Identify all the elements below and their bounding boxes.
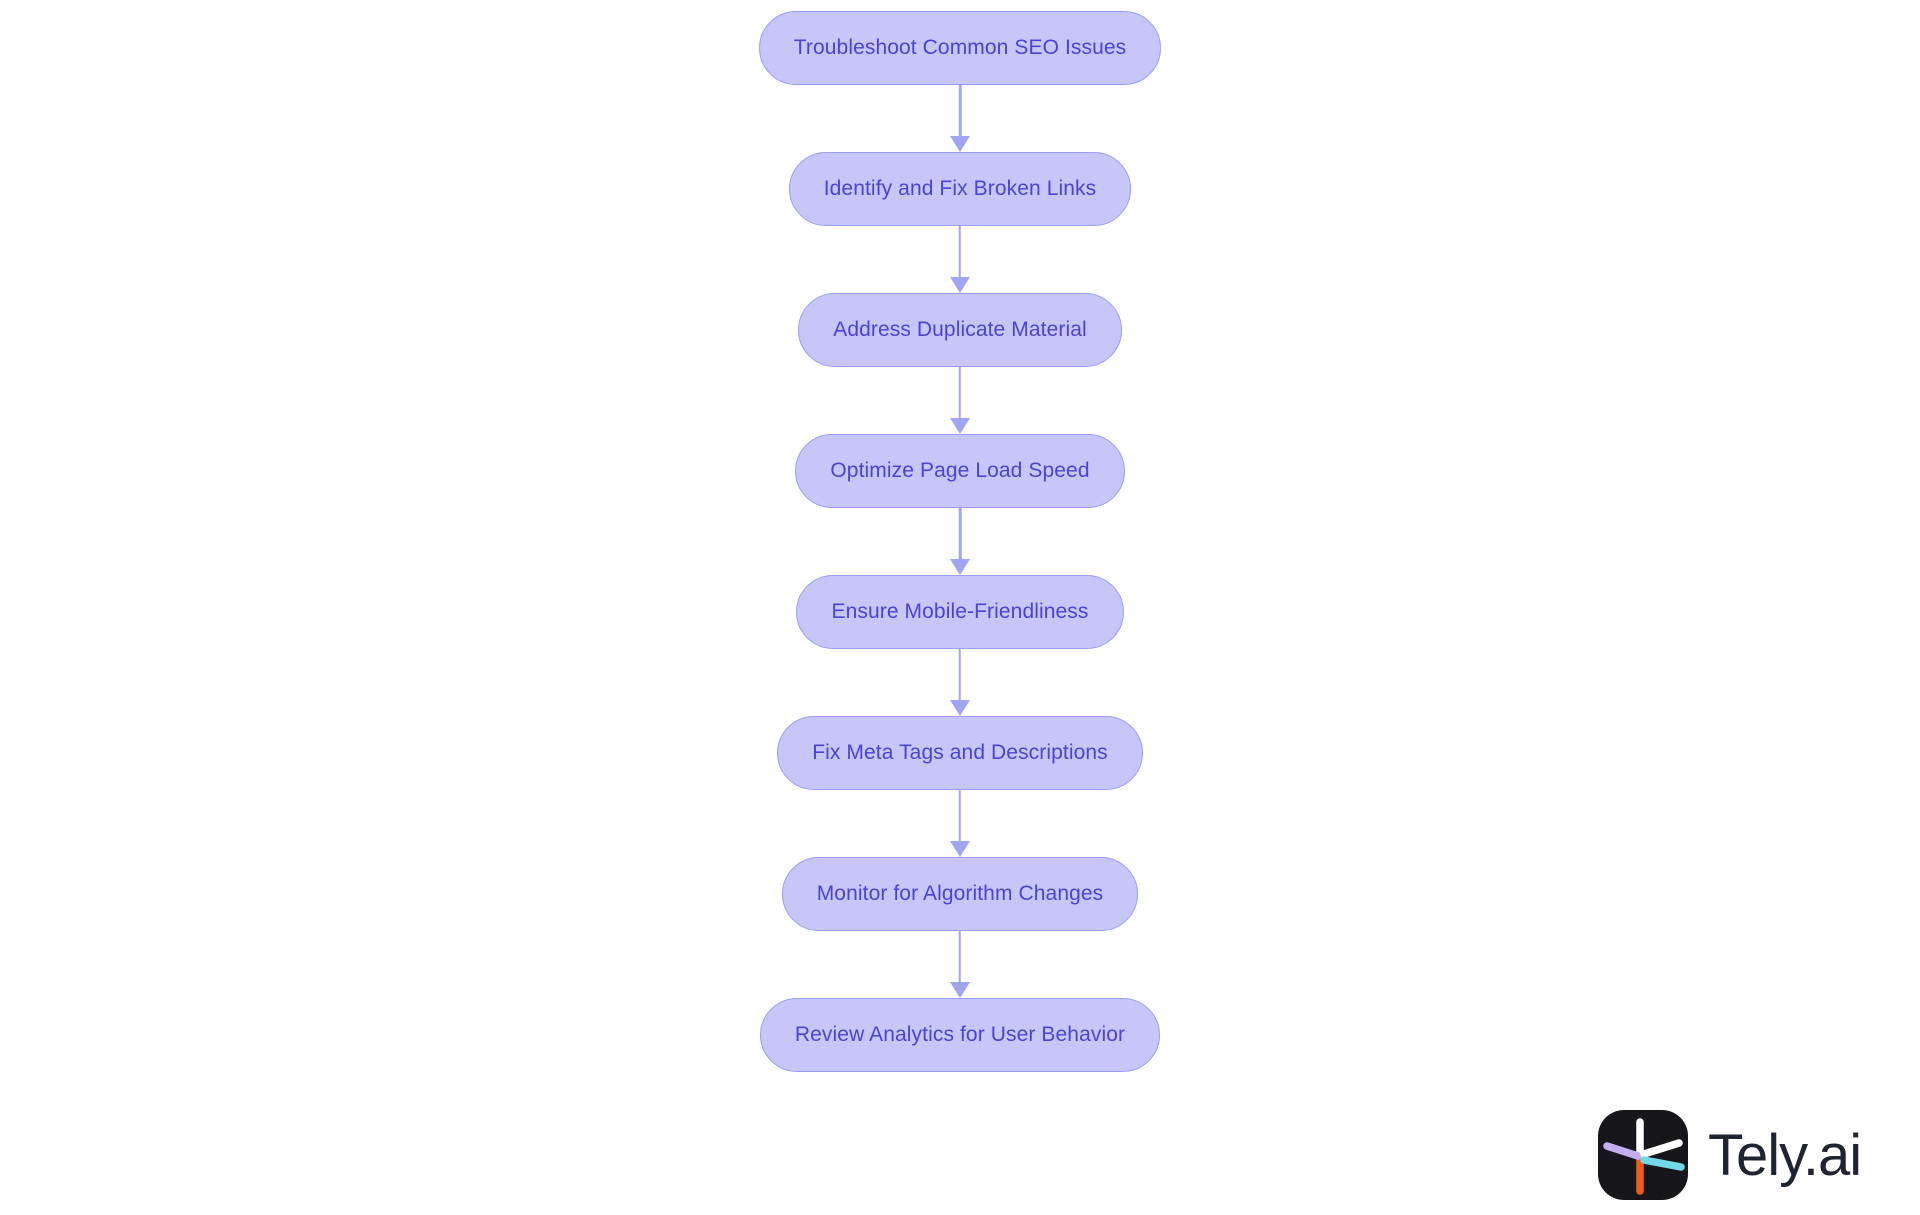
arrow-line — [958, 85, 962, 137]
flow-step: Monitor for Algorithm Changes — [781, 857, 1139, 998]
arrow-line — [958, 931, 962, 983]
flowchart-node: Fix Meta Tags and Descriptions — [777, 716, 1143, 790]
flowchart-node-label: Troubleshoot Common SEO Issues — [793, 36, 1127, 59]
flow-step: Troubleshoot Common SEO Issues — [758, 11, 1162, 152]
arrow-head-icon — [950, 136, 970, 152]
flow-step: Optimize Page Load Speed — [795, 434, 1125, 575]
flow-arrow — [948, 931, 972, 998]
arrow-line — [958, 649, 962, 701]
arrow-head-icon — [949, 277, 970, 293]
tely-logo: Tely.ai — [1598, 1110, 1862, 1200]
flow-arrow — [948, 85, 972, 152]
flow-arrow — [948, 790, 972, 857]
flow-step: Address Duplicate Material — [798, 293, 1122, 434]
flowchart-node: Ensure Mobile-Friendliness — [796, 575, 1124, 649]
flowchart-node: Troubleshoot Common SEO Issues — [758, 11, 1162, 85]
flow-step: Review Analytics for User Behavior — [759, 998, 1161, 1072]
flowchart-node: Optimize Page Load Speed — [795, 434, 1125, 508]
flowchart-node-label: Optimize Page Load Speed — [830, 459, 1090, 482]
flow-step: Identify and Fix Broken Links — [788, 152, 1132, 293]
arrow-head-icon — [950, 559, 970, 575]
flow-arrow — [948, 367, 972, 434]
arrow-line — [958, 508, 962, 560]
flow-step: Ensure Mobile-Friendliness — [796, 575, 1124, 716]
flow-arrow — [948, 649, 972, 716]
arrow-line — [958, 226, 962, 278]
flowchart-node-label: Ensure Mobile-Friendliness — [831, 600, 1089, 623]
arrow-line — [958, 367, 962, 419]
flow-arrow — [948, 508, 972, 575]
flow-step: Fix Meta Tags and Descriptions — [777, 716, 1143, 857]
flowchart-node-label: Address Duplicate Material — [833, 318, 1087, 341]
arrow-head-icon — [949, 841, 970, 857]
flow-arrow — [948, 226, 972, 293]
arrow-line — [958, 790, 962, 842]
flowchart-node: Review Analytics for User Behavior — [759, 998, 1161, 1072]
flowchart-node: Address Duplicate Material — [798, 293, 1122, 367]
flowchart: Troubleshoot Common SEO Issues Identify … — [0, 11, 1920, 1072]
flowchart-node: Identify and Fix Broken Links — [788, 152, 1132, 226]
tely-logo-text: Tely.ai — [1708, 1122, 1862, 1188]
arrow-head-icon — [949, 418, 970, 434]
tely-asterisk-icon — [1598, 1110, 1688, 1200]
flowchart-node: Monitor for Algorithm Changes — [781, 857, 1139, 931]
arrow-head-icon — [949, 982, 970, 998]
arrow-head-icon — [949, 700, 970, 716]
flowchart-node-label: Review Analytics for User Behavior — [794, 1023, 1126, 1046]
flowchart-node-label: Monitor for Algorithm Changes — [816, 882, 1104, 905]
flowchart-node-label: Fix Meta Tags and Descriptions — [812, 741, 1108, 764]
flowchart-node-label: Identify and Fix Broken Links — [823, 177, 1097, 200]
